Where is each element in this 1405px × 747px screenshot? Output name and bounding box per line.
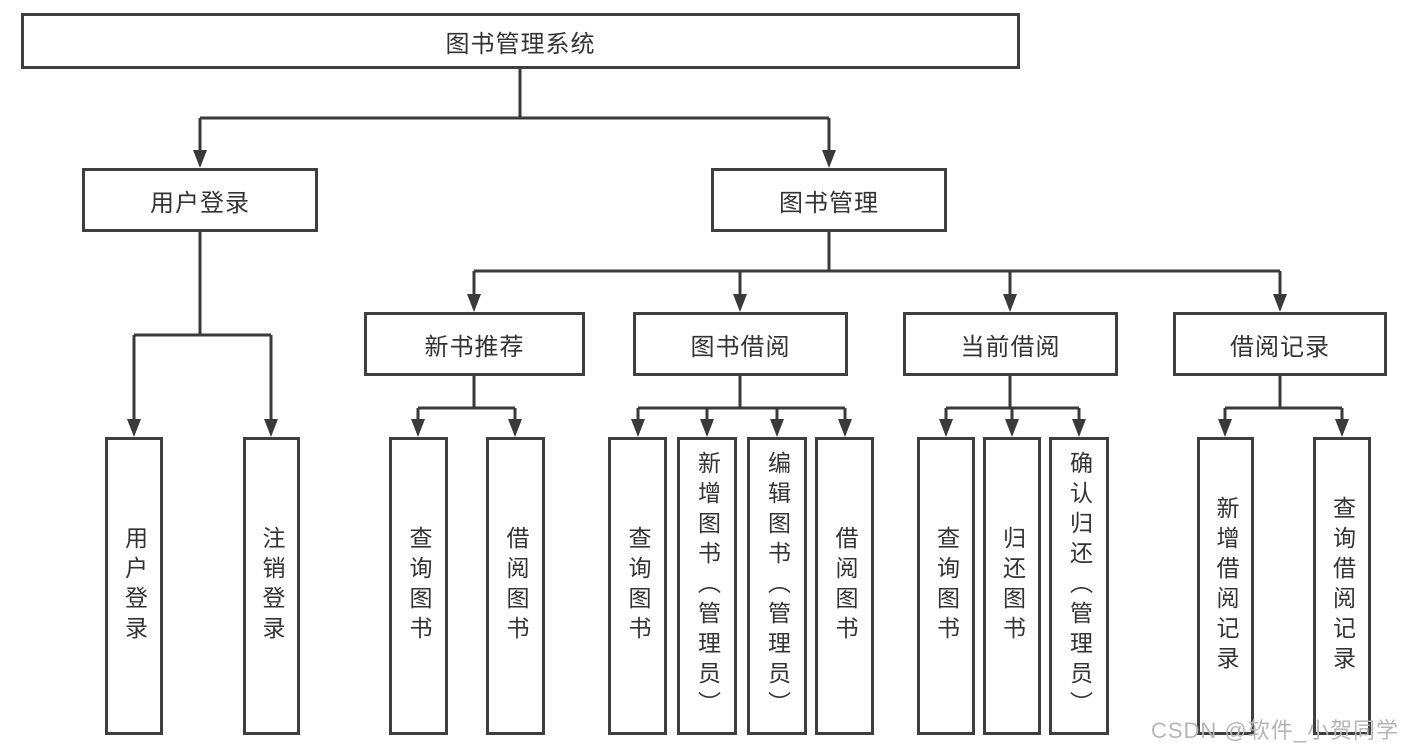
connector-user-login-to-children (127, 232, 278, 437)
node-label: 注销登录 (259, 526, 285, 646)
node-user-login: 用户登录 (82, 168, 318, 232)
node-label: 查询图书 (933, 526, 960, 646)
node-label: 确认归还（管理员） (1066, 451, 1093, 721)
node-edit-books-admin: 编辑图书（管理员） (747, 437, 807, 735)
node-label: 借阅图书 (832, 526, 858, 646)
node-label: 当前借阅 (960, 333, 1061, 361)
node-label: 查询图书 (406, 526, 432, 646)
node-query-books-borrowing: 查询图书 (608, 437, 667, 735)
node-library-management-system: 图书管理系统 (21, 13, 1020, 69)
node-label: 图书管理 (779, 189, 879, 217)
node-label: 新书推荐 (424, 333, 525, 361)
node-label: 查询图书 (625, 526, 651, 646)
connector-current-borrowing-to-children (939, 376, 1086, 437)
node-book-management: 图书管理 (711, 168, 947, 232)
node-current-borrowing: 当前借阅 (903, 312, 1118, 376)
node-new-book-recommendation: 新书推荐 (364, 312, 585, 376)
connector-book-borrowing-to-children (631, 376, 852, 437)
node-label: 图书管理系统 (445, 30, 596, 58)
node-confirm-return-admin: 确认归还（管理员） (1049, 437, 1109, 735)
csdn-watermark: CSDN @软件_小贺同学 (1150, 718, 1399, 743)
node-query-borrow-record: 查询借阅记录 (1313, 437, 1371, 735)
node-query-books-current: 查询图书 (917, 437, 975, 735)
node-label: 用户登录 (150, 189, 250, 217)
node-add-books-admin: 新增图书（管理员） (677, 437, 737, 735)
node-label: 借阅记录 (1230, 333, 1330, 361)
connector-borrowing-records-to-children (1218, 376, 1349, 437)
node-label: 用户登录 (121, 526, 148, 646)
node-label: 借阅图书 (503, 526, 529, 646)
node-user-login-action: 用户登录 (105, 437, 163, 735)
connector-book-management-to-level3 (467, 232, 1287, 312)
node-book-borrowing: 图书借阅 (633, 312, 848, 376)
connector-new-book-recommendation-to-children (411, 376, 522, 437)
node-borrow-books-recommend: 借阅图书 (486, 437, 545, 735)
node-borrowing-records: 借阅记录 (1173, 312, 1387, 376)
node-return-books: 归还图书 (983, 437, 1041, 735)
node-label: 图书借阅 (690, 333, 791, 361)
node-query-books-recommend: 查询图书 (389, 437, 448, 735)
node-label: 查询借阅记录 (1329, 496, 1356, 676)
node-label: 新增图书（管理员） (694, 451, 721, 721)
node-label: 新增借阅记录 (1213, 496, 1239, 676)
node-label: 归还图书 (999, 526, 1026, 646)
node-add-borrow-record: 新增借阅记录 (1197, 437, 1254, 735)
node-borrow-books: 借阅图书 (815, 437, 874, 735)
connector-root-to-level2 (193, 69, 836, 168)
node-logout: 注销登录 (243, 437, 300, 735)
node-label: 编辑图书（管理员） (764, 451, 791, 721)
